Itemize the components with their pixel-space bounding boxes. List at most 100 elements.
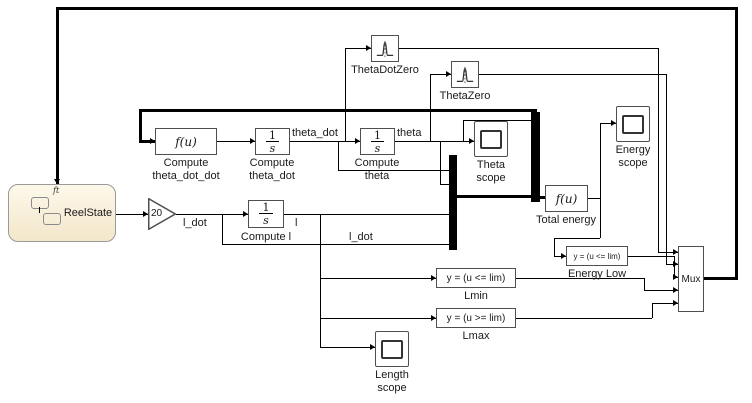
wire-tz-to-mux[interactable] <box>666 264 678 265</box>
theta-dot-zero-block[interactable] <box>371 35 399 62</box>
wire-lmin-out[interactable] <box>516 278 644 279</box>
wire-tz-out[interactable] <box>479 74 666 75</box>
chart-state-icon <box>31 197 49 209</box>
wire-bar2-to-totalenergy[interactable] <box>540 196 545 199</box>
fcn-expression: f(u) <box>555 191 578 206</box>
wire-thetadot-to-hitcross[interactable] <box>345 48 371 49</box>
block-name-label: Compute theta_dot <box>249 157 295 182</box>
wire-feedback-top[interactable] <box>56 7 738 10</box>
arrowhead <box>366 45 371 51</box>
theta-zero-block[interactable] <box>451 61 479 88</box>
total-energy-block[interactable]: f(u) <box>545 185 588 212</box>
fcn-expression: f(u) <box>175 134 197 149</box>
wire-theta-to-bar1[interactable] <box>440 184 449 185</box>
block-name-label: Lmin <box>464 290 488 302</box>
wire-energy-down[interactable] <box>600 198 601 238</box>
wire-feedback-right[interactable] <box>735 7 738 280</box>
energy-low-block[interactable]: y = (u <= lim) <box>566 246 628 266</box>
arrowhead <box>431 315 436 321</box>
arrowhead <box>673 261 678 267</box>
mux-bar-2[interactable] <box>531 112 540 202</box>
wire-energy-to-scope[interactable] <box>600 123 616 124</box>
wire-thetadot-to-bar1[interactable] <box>338 170 449 171</box>
hit-crossing-icon <box>376 40 394 57</box>
energy-scope-block[interactable] <box>616 106 650 142</box>
wire-statebus-into-fcn[interactable] <box>139 140 155 143</box>
wire-theta-to-hitcross[interactable] <box>430 74 451 75</box>
arrowhead <box>370 344 375 350</box>
arrowhead <box>561 253 566 259</box>
mux-label: Mux <box>681 273 701 285</box>
wire-theta-up[interactable] <box>430 74 431 141</box>
gain-block[interactable] <box>148 198 176 230</box>
wire-energylow-out[interactable] <box>628 256 674 257</box>
block-name-label: Total energy <box>536 214 596 226</box>
wire-tdz-out[interactable] <box>399 48 658 49</box>
wire-totalenergy-out[interactable] <box>588 198 600 199</box>
lmin-block[interactable]: y = (u <= lim) <box>436 268 516 288</box>
wire-thetadot-up[interactable] <box>345 48 346 141</box>
reelstate-chart-block[interactable]: ft ReelState <box>8 184 116 242</box>
wire-lmax-to-mux[interactable] <box>652 303 678 304</box>
arrowhead <box>143 211 148 217</box>
wire-tz-down[interactable] <box>666 74 667 264</box>
arrowhead <box>673 249 678 255</box>
block-name-label: Theta scope <box>476 159 506 184</box>
wire-lmin-to-mux[interactable] <box>644 290 678 291</box>
wire-ldot[interactable] <box>176 214 248 215</box>
wire-l-to-lmin[interactable] <box>320 278 436 279</box>
wire-feedback-left[interactable] <box>56 7 59 186</box>
wire-energy-left[interactable] <box>554 238 600 239</box>
wire-l-to-bar1[interactable] <box>284 214 449 215</box>
signal-label-theta-dot: theta_dot <box>292 127 338 139</box>
integrator-icon: 1 s <box>370 130 385 154</box>
wire-l-to-lmax[interactable] <box>320 318 436 319</box>
wire-tdz-down[interactable] <box>658 48 659 252</box>
length-scope-block[interactable] <box>375 331 409 367</box>
wire-tdd-to-td[interactable] <box>217 141 255 142</box>
compute-theta-block[interactable]: 1 s <box>360 128 395 155</box>
compute-l-block[interactable]: 1 s <box>248 200 284 228</box>
wire-statebus-top[interactable] <box>139 109 535 112</box>
wire-statebus-down[interactable] <box>139 109 142 142</box>
wire-chart-to-gain[interactable] <box>116 214 148 215</box>
signal-label-l-dot-2: l_dot <box>349 231 373 243</box>
lmax-block[interactable]: y = (u >= lim) <box>436 308 516 328</box>
wire-bar1-to-bar2[interactable] <box>457 195 531 198</box>
wire-tdz-to-mux[interactable] <box>658 252 678 253</box>
wire-theta[interactable] <box>395 141 474 142</box>
scope-screen-icon <box>480 129 502 149</box>
chart-state-icon <box>43 213 61 225</box>
wire-thetadot-down[interactable] <box>338 141 339 170</box>
arrowhead <box>355 138 360 144</box>
compute-theta-dot-block[interactable]: 1 s <box>255 128 290 155</box>
wire-thetadot[interactable] <box>290 141 360 142</box>
wire-theta-down[interactable] <box>440 141 441 184</box>
arrowhead <box>54 179 60 184</box>
wire-l-branch[interactable] <box>320 214 321 347</box>
wire-lmin-down[interactable] <box>644 278 645 290</box>
arrowhead <box>673 300 678 306</box>
compute-theta-dot-dot-block[interactable]: f(u) <box>155 128 217 155</box>
wire-l-to-lengthscope[interactable] <box>320 347 375 348</box>
mux-bar-1[interactable] <box>449 155 457 250</box>
wire-energy-down2[interactable] <box>554 238 555 256</box>
mux-block[interactable]: Mux <box>678 246 704 312</box>
block-name-label: Lmax <box>462 330 490 342</box>
wire-theta-to-bar2[interactable] <box>463 120 531 121</box>
block-name-label: ThetaDotZero <box>351 64 419 76</box>
block-name-label: Length scope <box>375 369 409 394</box>
wire-mux-output[interactable] <box>704 277 737 280</box>
wire-lmax-up[interactable] <box>652 303 653 318</box>
wire-statebus-stub[interactable] <box>534 109 537 114</box>
wire-ldot-branch[interactable] <box>222 214 223 244</box>
theta-scope-block[interactable] <box>474 121 508 157</box>
wire-ldot-to-bar1[interactable] <box>222 244 449 245</box>
gain-value-label: 20 <box>150 208 163 219</box>
arrowhead <box>446 71 451 77</box>
wire-energy-to-energylow[interactable] <box>554 256 566 257</box>
wire-theta-branch-up[interactable] <box>463 120 464 141</box>
wire-energy-up[interactable] <box>600 123 601 198</box>
wire-lmax-out[interactable] <box>516 318 652 319</box>
